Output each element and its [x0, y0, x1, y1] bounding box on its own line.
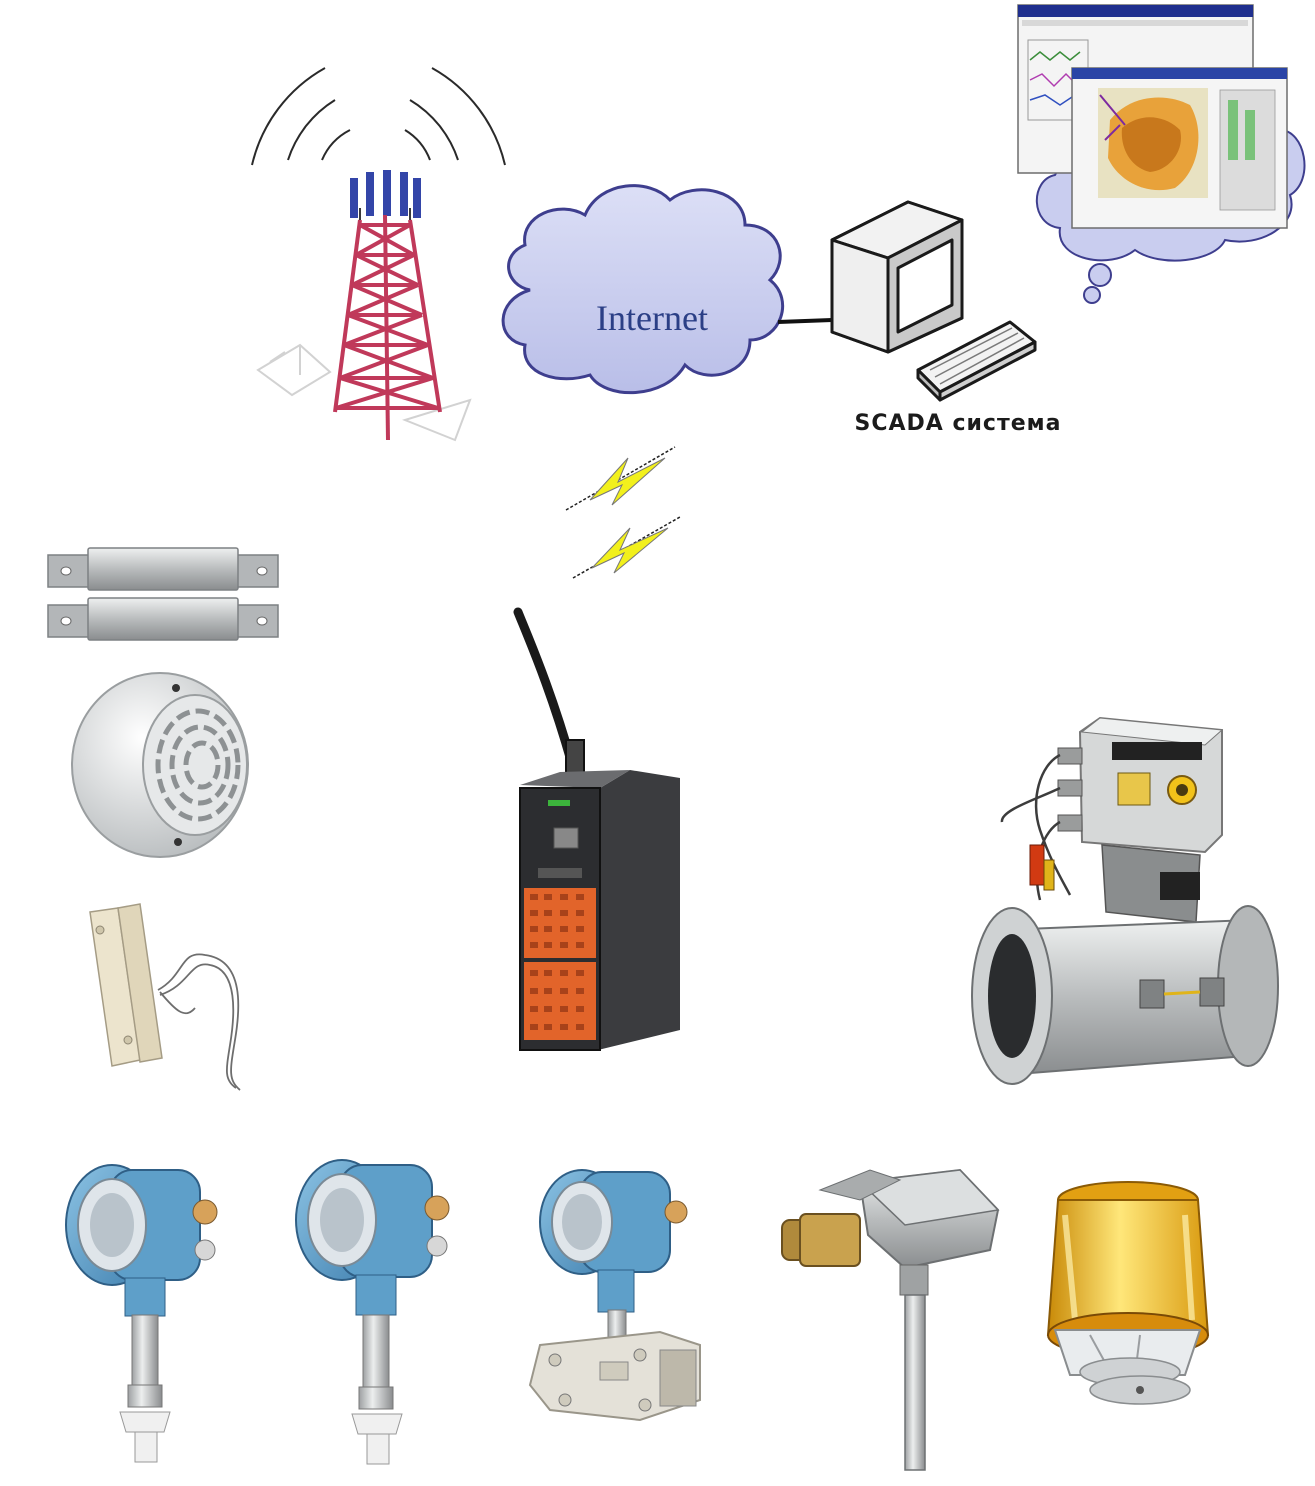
gas-flow-meter-icon	[971, 716, 1279, 1085]
temperature-sensor-head-icon	[781, 1168, 1000, 1471]
magnetic-door-contact-icon	[47, 547, 279, 641]
reed-switch-sensor-icon	[89, 903, 241, 1091]
smoke-detector-icon	[71, 672, 249, 858]
wireless-signal-icon	[565, 446, 681, 579]
differential-pressure-transmitter-icon	[528, 1169, 701, 1422]
pressure-transmitter-icon	[65, 1164, 218, 1463]
signal-beacon-icon	[1046, 1181, 1210, 1405]
internet-cloud-icon: Internet	[501, 184, 785, 395]
scada-screens-thought-bubble-icon	[1017, 4, 1306, 304]
network-link-line	[777, 318, 833, 324]
scada-label: SCADA система	[855, 411, 1062, 436]
cell-tower-icon	[251, 67, 506, 442]
internet-label: Internet	[596, 298, 708, 338]
pressure-transmitter-icon	[295, 1159, 450, 1465]
gsm-io-module-icon	[513, 607, 680, 1051]
computer-workstation-icon: SCADA система	[830, 200, 1062, 436]
